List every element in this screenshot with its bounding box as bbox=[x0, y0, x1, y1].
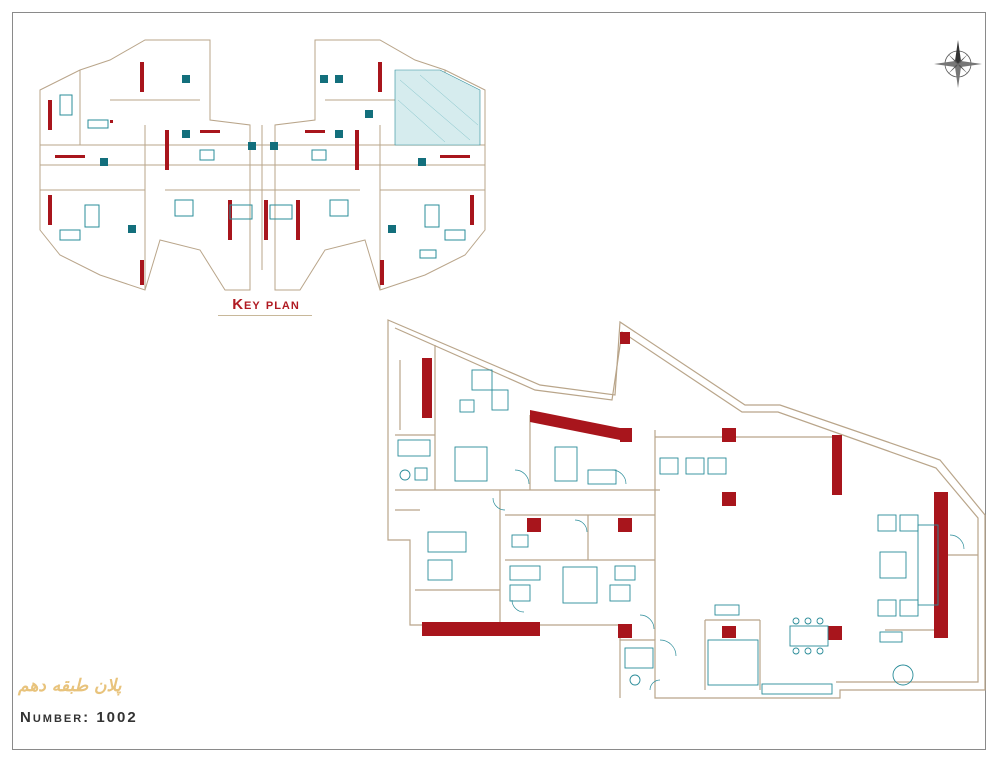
floor-label: پلان طبقه دهم bbox=[18, 676, 122, 696]
key-plan-left-wing bbox=[39, 39, 251, 291]
bed-2 bbox=[554, 446, 578, 482]
bed-3 bbox=[427, 531, 467, 553]
unit-number-label: Number: 1002 bbox=[20, 709, 138, 726]
key-plan-highlighted-unit bbox=[394, 69, 481, 146]
structural-walls bbox=[422, 332, 948, 640]
key-plan-title: Key plan bbox=[232, 296, 300, 313]
bed-1 bbox=[454, 446, 488, 482]
key-plan-right-wing bbox=[274, 39, 486, 291]
door-swings bbox=[492, 469, 965, 691]
coffee-table bbox=[879, 551, 907, 579]
key-plan-underline bbox=[218, 315, 312, 316]
bed-master bbox=[562, 566, 598, 604]
compass-rose-icon bbox=[934, 40, 982, 88]
dining-table bbox=[789, 625, 829, 647]
sheet-frame bbox=[12, 12, 986, 750]
furniture-layout bbox=[397, 369, 939, 695]
unit-outline bbox=[387, 319, 986, 699]
